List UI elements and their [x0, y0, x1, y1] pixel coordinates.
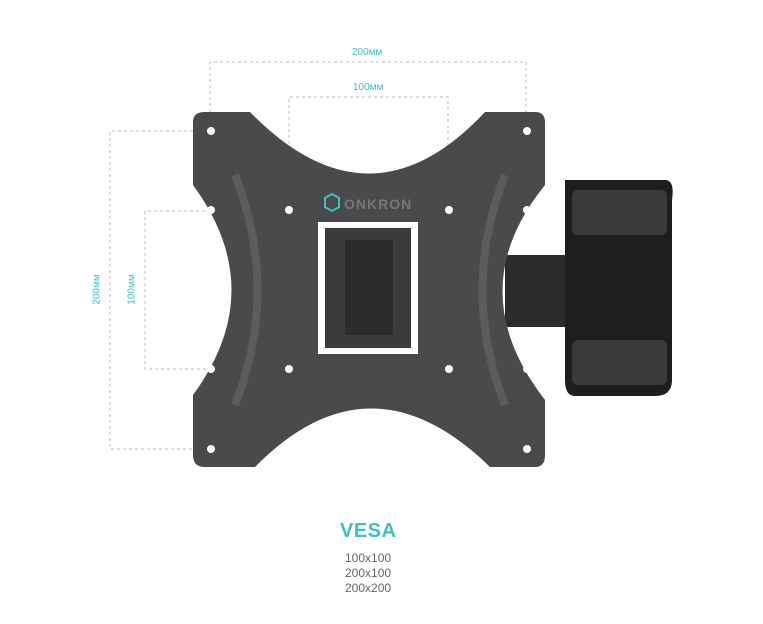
brand-logo: ONKRON	[344, 196, 413, 212]
mounting-holes	[207, 127, 531, 453]
vesa-size: 200x100	[345, 566, 392, 580]
dimension-left-outer: 200мм	[91, 274, 103, 305]
brand-logo-icon	[324, 192, 340, 213]
dimension-top-inner: 100мм	[353, 82, 384, 93]
vesa-size: 100x100	[345, 551, 392, 565]
dimension-top-outer: 200мм	[352, 47, 383, 58]
vesa-size: 200x200	[345, 581, 392, 595]
dimension-left-inner: 100мм	[126, 274, 138, 305]
vesa-title: VESA	[340, 520, 397, 542]
